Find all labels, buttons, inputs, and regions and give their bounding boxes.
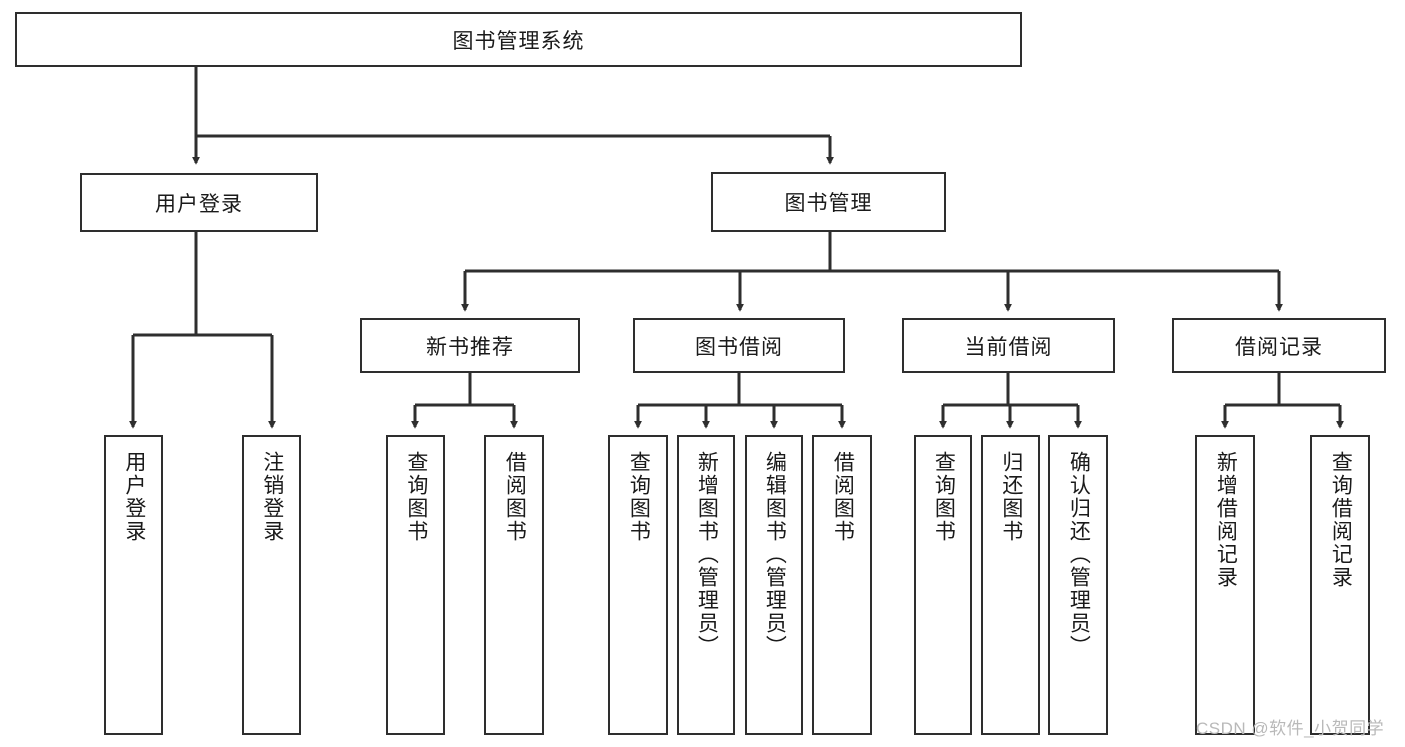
leaf-logout[interactable]: 注销登录 [242,435,301,735]
leaf-add-borrow-record-label: 新增借阅记录 [1214,451,1238,589]
leaf-edit-book-admin-label: 编辑图书（管理员） [763,451,787,658]
leaf-query-book-current-label: 查询图书 [932,451,956,543]
node-user-login-label: 用户登录 [155,192,243,216]
leaf-query-book-borrow-label: 查询图书 [627,451,651,543]
node-book-management-label: 图书管理 [784,192,873,215]
leaf-query-book-current[interactable]: 查询图书 [914,435,972,735]
node-new-book-recommend[interactable]: 新书推荐 [360,318,580,373]
leaf-query-borrow-record-label: 查询借阅记录 [1329,451,1353,589]
leaf-user-login[interactable]: 用户登录 [104,435,163,735]
leaf-add-book-admin[interactable]: 新增图书（管理员） [677,435,735,735]
leaf-query-book-recommend[interactable]: 查询图书 [386,435,445,735]
node-root-label: 图书管理系统 [452,29,585,53]
leaf-query-book-borrow[interactable]: 查询图书 [608,435,668,735]
watermark: CSDN @软件_小贺同学 [1196,719,1385,738]
node-current-borrow[interactable]: 当前借阅 [902,318,1115,373]
leaf-query-borrow-record[interactable]: 查询借阅记录 [1310,435,1370,735]
leaf-borrow-book[interactable]: 借阅图书 [812,435,872,735]
node-new-book-recommend-label: 新书推荐 [426,335,514,359]
node-borrow-record-label: 借阅记录 [1235,335,1323,359]
node-current-borrow-label: 当前借阅 [964,335,1053,359]
leaf-logout-label: 注销登录 [260,451,284,543]
leaf-borrow-book-recommend[interactable]: 借阅图书 [484,435,544,735]
leaf-add-book-admin-label: 新增图书（管理员） [695,451,719,658]
leaf-borrow-book-recommend-label: 借阅图书 [503,451,527,543]
node-book-management[interactable]: 图书管理 [711,172,946,232]
leaf-user-login-label: 用户登录 [122,451,146,543]
node-book-borrow[interactable]: 图书借阅 [633,318,845,373]
node-user-login[interactable]: 用户登录 [80,173,318,232]
leaf-edit-book-admin[interactable]: 编辑图书（管理员） [745,435,803,735]
leaf-query-book-recommend-label: 查询图书 [404,451,428,543]
leaf-return-book-label: 归还图书 [999,451,1023,543]
leaf-borrow-book-label: 借阅图书 [831,451,855,543]
leaf-add-borrow-record[interactable]: 新增借阅记录 [1195,435,1255,735]
node-borrow-record[interactable]: 借阅记录 [1172,318,1386,373]
node-book-borrow-label: 图书借阅 [695,335,783,359]
leaf-return-book[interactable]: 归还图书 [981,435,1040,735]
leaf-confirm-return-admin-label: 确认归还（管理员） [1067,451,1091,658]
leaf-confirm-return-admin[interactable]: 确认归还（管理员） [1048,435,1108,735]
node-root[interactable]: 图书管理系统 [15,12,1022,67]
